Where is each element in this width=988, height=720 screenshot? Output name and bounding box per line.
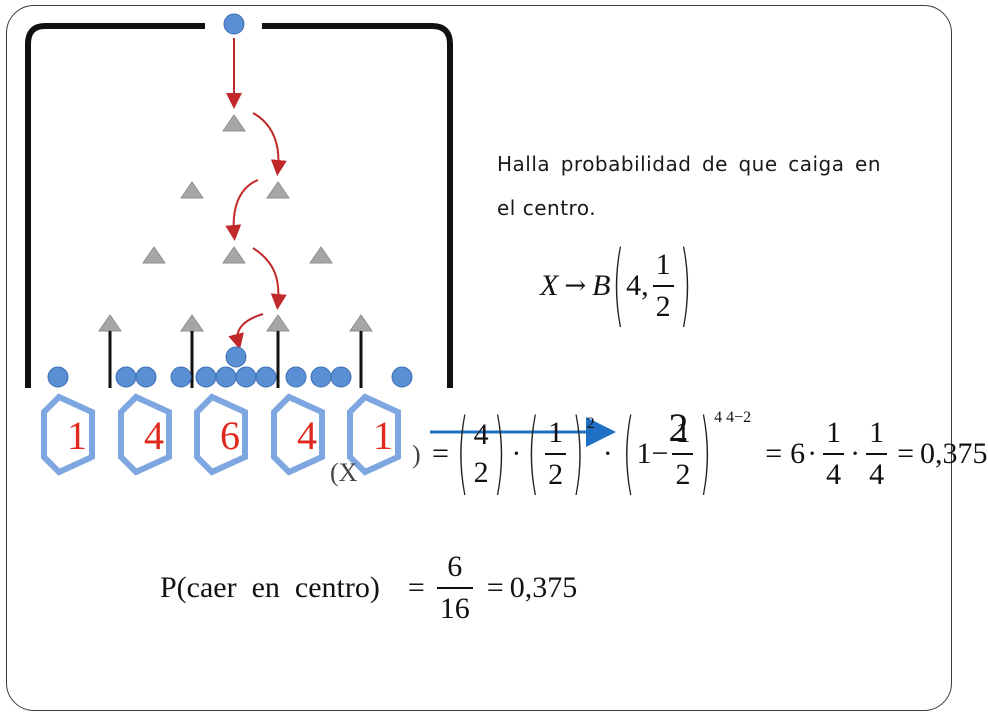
- factor-2: 1 4: [866, 418, 888, 490]
- variable: X: [540, 269, 559, 302]
- one-minus: 1−: [636, 437, 669, 470]
- probability-label: P(caer en centro): [160, 571, 380, 604]
- hexagons: [41, 393, 401, 476]
- peg: [349, 314, 373, 332]
- board-outline: [25, 23, 453, 388]
- result-coefficient: 6: [790, 437, 806, 470]
- binomial-result: 0,375: [920, 437, 988, 470]
- hexagon: [194, 393, 248, 476]
- hexagon: [118, 393, 172, 476]
- path-arrows: [225, 38, 287, 350]
- peg: [142, 246, 166, 264]
- distribution-family: B: [592, 269, 611, 302]
- maps-to-arrow: →: [564, 271, 587, 301]
- hexagon: [41, 393, 95, 476]
- center-probability: P(caer en centro) = 6 16 = 0,375: [160, 550, 578, 625]
- q-fraction: 2 1 2: [668, 405, 694, 490]
- pegs: [98, 114, 373, 332]
- peg: [222, 246, 246, 264]
- n-param: 4: [626, 269, 642, 302]
- peg: [222, 114, 246, 132]
- peg: [98, 314, 122, 332]
- factor-1: 1 4: [823, 418, 845, 490]
- open-paren: (: [612, 233, 625, 339]
- galton-board: [25, 13, 616, 476]
- peg: [309, 246, 333, 264]
- pascal-number: 4: [144, 413, 164, 458]
- combination: 4 2: [473, 418, 489, 489]
- slide-frame: [6, 5, 952, 711]
- peg: [180, 181, 204, 199]
- pascal-number: 1: [373, 413, 393, 458]
- close-paren: ): [679, 233, 692, 339]
- p-fraction: 1 2: [545, 418, 567, 490]
- peg: [266, 181, 290, 199]
- peg: [180, 314, 204, 332]
- pascal-number: 4: [297, 413, 317, 458]
- center-result: 0,375: [509, 571, 578, 604]
- p-exponent: 2: [586, 415, 595, 432]
- pascal-number: 6: [220, 413, 240, 458]
- hexagon: [271, 393, 325, 476]
- bin-dividers: [108, 331, 363, 388]
- peg: [266, 314, 290, 332]
- lhs-partial: (X: [330, 458, 358, 487]
- lhs-close: ): [412, 440, 421, 469]
- center-fraction: 6 16: [436, 552, 473, 624]
- binomial-formula: (X ) = ( 4 2 ) · ( 1 2 ) 2 · ( 1− 2 1 2 …: [330, 401, 988, 507]
- falling-ball: [223, 13, 245, 35]
- q-exponent: 4 4−2: [714, 409, 752, 426]
- problem-statement: Halla probabilidad de que caiga en el ce…: [497, 152, 881, 220]
- distribution-formula: X → B ( 4, 1 2 ): [540, 233, 692, 339]
- equals: =: [432, 437, 449, 470]
- pascal-number: 1: [67, 413, 87, 458]
- hexagon: [347, 393, 401, 476]
- landed-balls: [47, 346, 413, 388]
- p-param: 1 2: [652, 250, 674, 322]
